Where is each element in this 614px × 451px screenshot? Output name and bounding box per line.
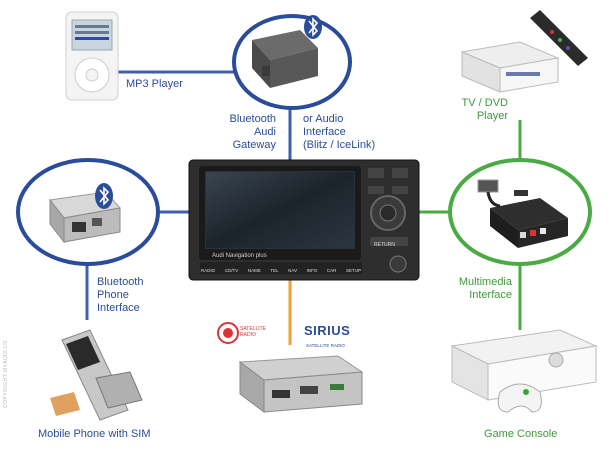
bluetooth-icon-left bbox=[95, 183, 113, 209]
label-mobile-phone: Mobile Phone with SIM bbox=[38, 428, 151, 440]
xm-logo bbox=[217, 322, 239, 344]
multimedia-interface-device bbox=[477, 179, 568, 248]
label-line: Bluetooth bbox=[97, 276, 144, 288]
label-bluetooth-audi-gateway: Bluetooth Audi Gateway bbox=[214, 113, 276, 152]
bluetooth-gateway-device bbox=[252, 30, 318, 88]
phone-interface-device bbox=[49, 191, 121, 244]
label-line: Interface bbox=[303, 126, 346, 138]
head-unit-button: TEL bbox=[270, 268, 279, 273]
head-unit-return-label: RETURN bbox=[374, 242, 395, 248]
head-unit-button: CAR bbox=[326, 268, 337, 273]
label-line: Player bbox=[476, 110, 508, 122]
head-unit-button: INFO bbox=[306, 268, 318, 273]
label-tv-dvd-player: TV / DVD Player bbox=[440, 97, 508, 123]
label-multimedia-interface: Multimedia Interface bbox=[440, 276, 512, 302]
head-unit-button-row: RADIO CD/TV NAME TEL NAV INFO CAR SETUP bbox=[201, 264, 361, 277]
label-mp3-player: MP3 Player bbox=[126, 78, 183, 90]
head-unit bbox=[188, 159, 420, 281]
xm-logo-text: SATELLITE RADIO bbox=[240, 326, 267, 338]
label-game-console: Game Console bbox=[484, 428, 558, 440]
mobile-phone-device bbox=[50, 329, 143, 421]
label-line: Bluetooth bbox=[229, 113, 276, 125]
label-line: Audi bbox=[253, 126, 276, 138]
head-unit-button: RADIO bbox=[201, 268, 216, 273]
label-line: or Audio bbox=[303, 113, 344, 125]
label-line: Phone bbox=[97, 289, 129, 301]
mp3-player-device bbox=[65, 11, 119, 101]
sirius-logo-subtext: SATELLITE RADIO bbox=[306, 343, 345, 348]
dvd-player-device bbox=[460, 41, 560, 93]
label-line: Interface bbox=[469, 289, 512, 301]
remote-control bbox=[530, 10, 588, 66]
label-line: Gateway bbox=[232, 139, 276, 151]
head-unit-button: SETUP bbox=[345, 268, 361, 273]
head-unit-button: CD/TV bbox=[224, 268, 239, 273]
bluetooth-icon-top bbox=[304, 15, 322, 39]
satellite-receiver-device bbox=[238, 355, 364, 413]
head-unit-button: NAME bbox=[247, 268, 261, 273]
label-bluetooth-phone-interface: Bluetooth Phone Interface bbox=[97, 276, 143, 315]
head-unit-brand: Audi Navigation plus bbox=[212, 253, 267, 259]
label-line: TV / DVD bbox=[461, 97, 508, 109]
game-console-device bbox=[450, 329, 598, 413]
label-line: Interface bbox=[97, 302, 140, 314]
label-line: Multimedia bbox=[458, 276, 512, 288]
label-line: (Blitz / IceLink) bbox=[303, 139, 376, 151]
sirius-logo: SIRIUS bbox=[304, 323, 351, 338]
label-audio-interface: or Audio Interface (Blitz / IceLink) bbox=[303, 113, 375, 152]
head-unit-button: NAV bbox=[288, 268, 298, 273]
copyright-watermark: COPYRIGHT MYAUDI.US bbox=[3, 340, 9, 408]
